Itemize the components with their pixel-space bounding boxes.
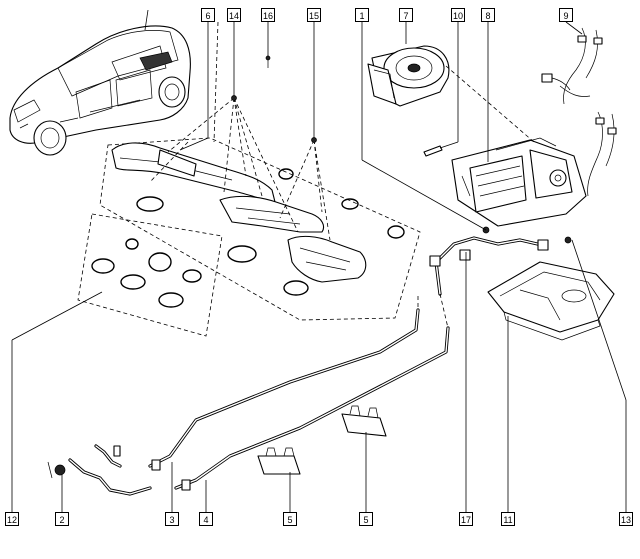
- callout-4: 4: [199, 512, 213, 526]
- callout-2: 2: [55, 512, 69, 526]
- callout-17: 17: [459, 512, 473, 526]
- callout-1: 1: [355, 8, 369, 22]
- callout-6: 6: [201, 8, 215, 22]
- clips: [257, 405, 387, 475]
- blower-unit: [367, 45, 450, 107]
- callout-9: 9: [559, 8, 573, 22]
- vehicle-illustration: [9, 9, 191, 156]
- wiring-harness: [541, 27, 617, 197]
- callout-14: 14: [227, 8, 241, 22]
- callout-11: 11: [501, 512, 515, 526]
- callout-10: 10: [451, 8, 465, 22]
- callout-15: 15: [307, 8, 321, 22]
- pipe-assembly: [417, 236, 549, 329]
- heater-unit: [445, 65, 587, 227]
- callout-7: 7: [399, 8, 413, 22]
- callout-12: 12: [5, 512, 19, 526]
- seal-kit-group: [77, 213, 223, 337]
- callout-3: 3: [165, 512, 179, 526]
- leader-lines: [11, 21, 627, 512]
- callout-5a: 5: [283, 512, 297, 526]
- callout-13: 13: [619, 512, 633, 526]
- duct-assembly-group: [99, 21, 421, 321]
- callout-16: 16: [261, 8, 275, 22]
- lower-pipes: [68, 308, 450, 496]
- callout-5b: 5: [359, 512, 373, 526]
- small-parts: [47, 55, 572, 479]
- tray: [487, 261, 615, 341]
- callout-8: 8: [481, 8, 495, 22]
